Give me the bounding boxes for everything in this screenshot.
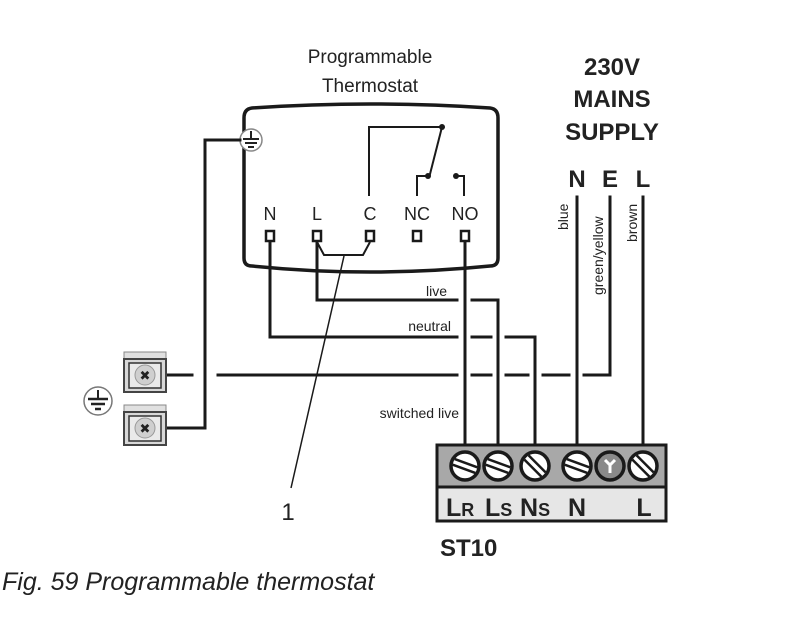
wire-color-label: blue — [555, 203, 571, 230]
thermostat-terminal-label: NC — [404, 204, 430, 224]
live-wire — [315, 240, 459, 302]
screw-icon — [627, 450, 659, 482]
st10-label-l: L — [636, 494, 651, 522]
thermostat-terminal-label: N — [264, 204, 277, 224]
screw-icon — [482, 450, 514, 482]
st10-label-ns: NS — [520, 494, 550, 522]
earth-screw-icon — [594, 450, 626, 482]
screw-cross-icon: ✖ — [140, 368, 151, 383]
thermostat-terminal-label: NO — [452, 204, 479, 224]
st10-label-ls: LS — [485, 494, 512, 522]
callout-number: 1 — [281, 499, 294, 526]
earth-wire-thermostat — [164, 138, 242, 430]
neutral-wire — [268, 240, 459, 339]
link-jumper — [316, 241, 371, 256]
wire-color-label: brown — [624, 204, 640, 242]
screw-icon — [561, 450, 593, 482]
thermostat-terminal-label: C — [364, 204, 377, 224]
supply-line1: 230V — [584, 54, 640, 81]
supply-line2: MAINS — [573, 86, 650, 113]
earth-icon — [83, 386, 113, 416]
thermostat-housing — [242, 102, 500, 274]
earth-icon — [239, 128, 263, 152]
supply-line3: SUPPLY — [565, 119, 659, 146]
st10-label-n: N — [568, 494, 586, 522]
earth-terminal-bottom: ✖ — [123, 404, 167, 446]
st10-label-lr: LR — [446, 494, 474, 522]
terminal-block-name: ST10 — [440, 535, 497, 562]
live-label: live — [426, 283, 447, 299]
switched-live-label: switched live — [380, 405, 460, 421]
terminal-screws — [449, 450, 659, 482]
figure-caption: Fig. 59 Programmable thermostat — [2, 568, 375, 596]
supply-terminal-label: L — [636, 166, 651, 193]
screw-icon — [519, 450, 551, 482]
earth-terminal-top: ✖ — [123, 351, 167, 393]
relay-switch — [368, 124, 465, 196]
neutral-label: neutral — [408, 318, 451, 334]
live-wire-seg — [470, 298, 500, 448]
thermostat-title-line2: Thermostat — [322, 76, 419, 97]
screw-cross-icon: ✖ — [140, 421, 151, 436]
thermostat-title-line1: Programmable — [308, 47, 433, 68]
callout-leader — [290, 255, 345, 489]
supply-terminal-label: E — [602, 166, 618, 193]
wire-color-label: green/yellow — [590, 216, 606, 295]
supply-terminal-label: N — [568, 166, 585, 193]
earth-wire-supply — [582, 195, 612, 377]
thermostat-terminal-label: L — [312, 204, 322, 224]
neutral-wire-seg — [504, 335, 537, 448]
screw-icon — [449, 450, 481, 482]
